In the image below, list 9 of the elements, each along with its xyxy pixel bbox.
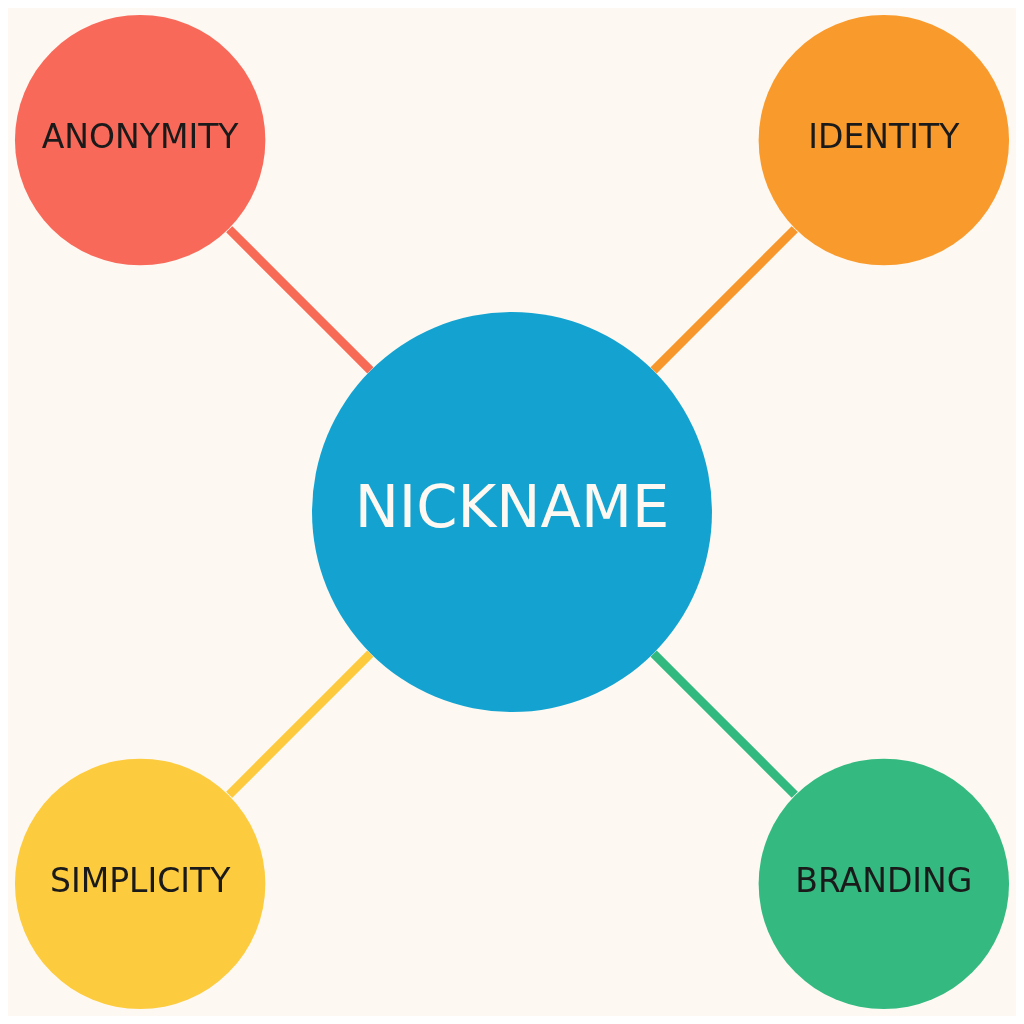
- connector: [650, 226, 798, 374]
- connector: [226, 650, 374, 798]
- node-circle: NICKNAME: [312, 312, 712, 712]
- node-circle: IDENTITY: [758, 14, 1010, 266]
- connector: [650, 650, 798, 798]
- connector: [226, 226, 374, 374]
- node-circle: ANONYMITY: [14, 14, 266, 266]
- node-circle: BRANDING: [758, 758, 1010, 1010]
- node-circle: SIMPLICITY: [14, 758, 266, 1010]
